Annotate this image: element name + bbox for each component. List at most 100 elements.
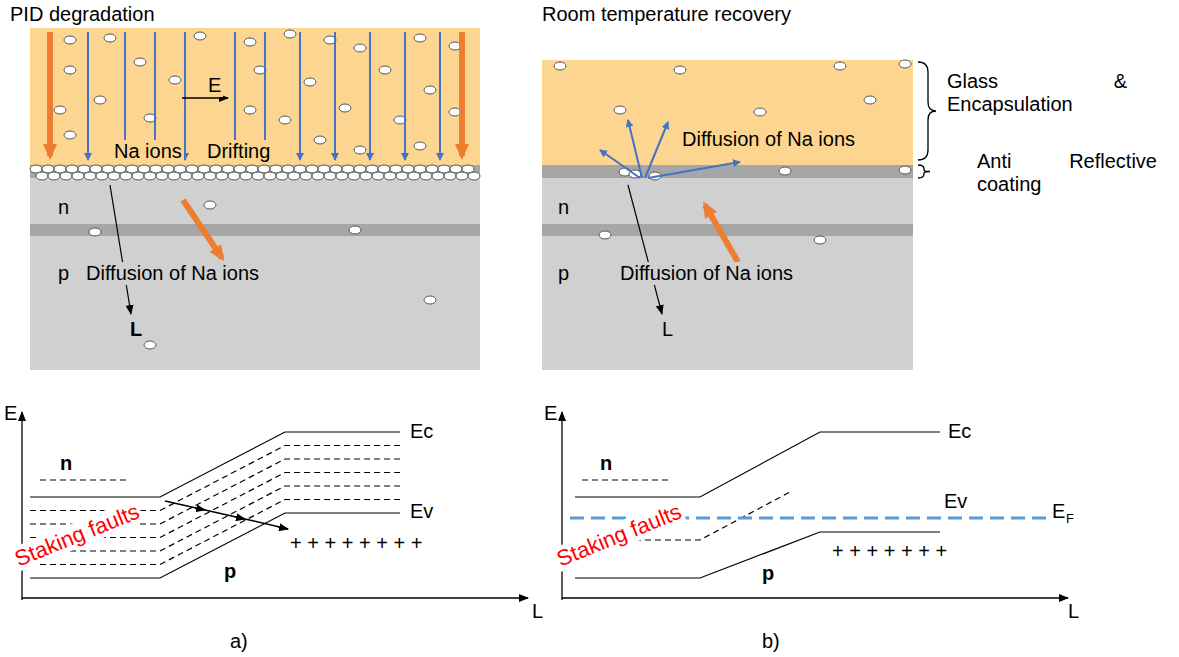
na-ion (60, 172, 72, 180)
na-ion (48, 172, 60, 180)
na-ion (468, 172, 480, 180)
label: p (760, 562, 776, 585)
na-ion (554, 62, 566, 70)
label: L (128, 318, 144, 341)
label: F (1064, 512, 1076, 527)
na-ion (64, 36, 76, 44)
na-ion (144, 172, 156, 180)
label: E (1050, 500, 1067, 523)
na-ion (424, 86, 436, 94)
label: Na ions (112, 140, 184, 163)
label: Diffusion of Na ions (84, 262, 261, 285)
na-ion (132, 172, 144, 180)
na-ion (414, 34, 426, 42)
label: Drifting (205, 140, 272, 163)
na-ion (168, 172, 180, 180)
na-ion (354, 44, 366, 52)
na-ion (180, 172, 192, 180)
na-ion (204, 172, 216, 180)
na-ion (834, 62, 846, 70)
na-ion (104, 34, 116, 42)
label: PID degradation (8, 3, 157, 26)
label: Diffusion of Na ions (680, 128, 857, 151)
na-ion (614, 106, 626, 114)
label: n (58, 452, 74, 475)
na-ion (414, 142, 426, 150)
label: E (542, 402, 559, 425)
label: p (556, 262, 571, 285)
na-ion (194, 32, 206, 40)
na-ion (244, 38, 256, 46)
na-ion (64, 66, 76, 74)
band-line (30, 459, 400, 524)
na-ion (54, 106, 66, 114)
na-ion (156, 172, 168, 180)
na-ion (144, 341, 156, 349)
na-ion (94, 96, 106, 104)
na-ion (360, 172, 372, 180)
na-ion (288, 172, 300, 180)
label: Ec (946, 420, 973, 443)
na-ion (379, 66, 391, 74)
na-ion (304, 78, 316, 86)
na-ion (354, 146, 366, 154)
na-ion (420, 172, 432, 180)
na-ion (864, 96, 876, 104)
na-ion (339, 104, 351, 112)
na-ion (96, 172, 108, 180)
label: Diffusion of Na ions (618, 262, 795, 285)
na-ion (204, 201, 216, 209)
label: Staking faults (551, 498, 687, 572)
label: a) (228, 630, 250, 653)
label: Ev (942, 490, 969, 513)
na-ion (36, 172, 48, 180)
na-ion (384, 172, 396, 180)
na-ion (108, 172, 120, 180)
na-ion (134, 58, 146, 66)
na-ion (396, 172, 408, 180)
na-ion (279, 116, 291, 124)
label: n (598, 452, 614, 475)
label: Glass & Encapsulation (945, 70, 1129, 116)
na-ion (312, 172, 324, 180)
label: n (56, 196, 71, 219)
label: L (1066, 600, 1081, 623)
na-ion (424, 296, 436, 304)
na-ion (89, 228, 101, 236)
na-ion (169, 76, 181, 84)
na-ion (244, 106, 256, 114)
label: E (2, 402, 19, 425)
na-ion (324, 172, 336, 180)
label: b) (760, 630, 782, 653)
na-ion (372, 172, 384, 180)
band-line (30, 432, 400, 497)
na-ion (814, 236, 826, 244)
label: L (660, 318, 675, 341)
label: + + + + + + + + (288, 532, 424, 555)
na-ion (276, 172, 288, 180)
na-ion (192, 172, 204, 180)
na-ion (348, 172, 360, 180)
na-ion (72, 172, 84, 180)
label: p (56, 262, 71, 285)
label: p (222, 560, 238, 583)
na-ion (899, 166, 911, 174)
na-ion (314, 136, 326, 144)
na-ion (64, 131, 76, 139)
band-line (30, 446, 400, 511)
na-ion (444, 172, 456, 180)
na-ion (228, 172, 240, 180)
na-ion (349, 226, 361, 234)
na-ion (216, 172, 228, 180)
na-ion (300, 172, 312, 180)
na-ion (252, 172, 264, 180)
na-ion (599, 231, 611, 239)
label: Anti Reflective coating (975, 150, 1159, 196)
na-ion (432, 172, 444, 180)
na-ion (84, 172, 96, 180)
label: Room temperature recovery (540, 3, 793, 26)
na-ion (754, 108, 766, 116)
label: n (556, 196, 571, 219)
na-ion (456, 172, 468, 180)
